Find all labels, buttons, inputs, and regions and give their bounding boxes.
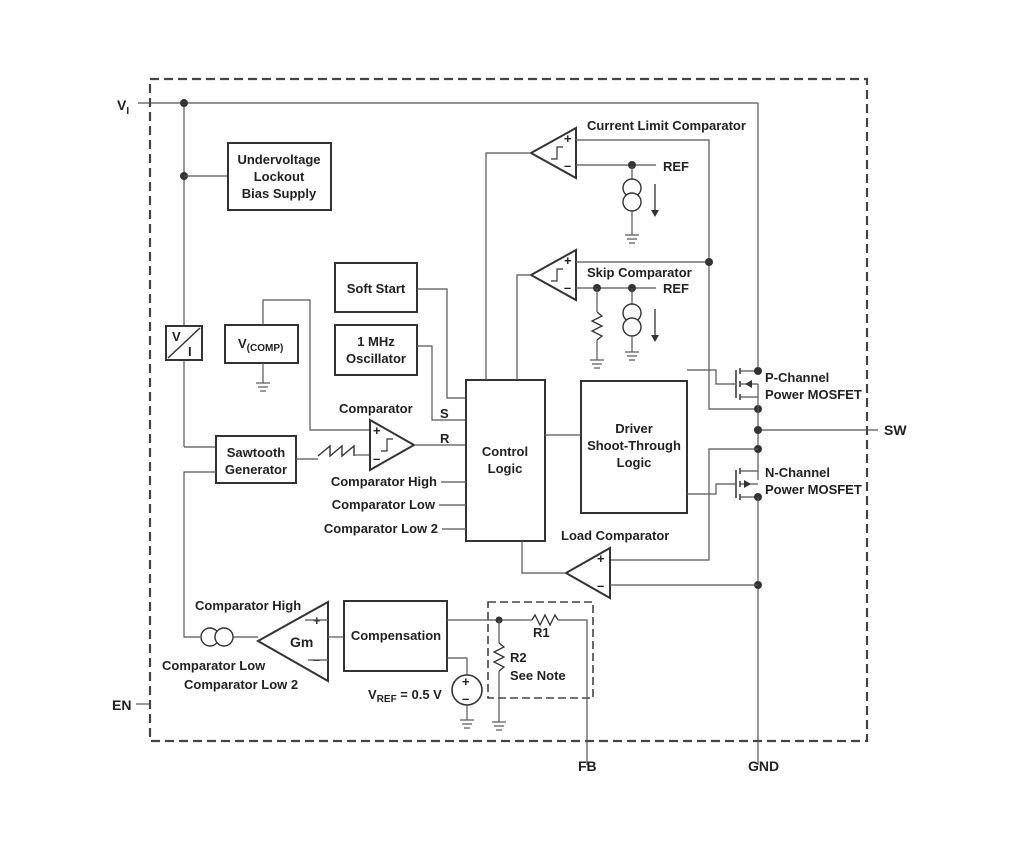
node-dot <box>705 258 713 266</box>
r-label: R <box>440 431 450 446</box>
uvlo-block <box>227 142 332 211</box>
driver-block <box>580 380 688 514</box>
vi-converter-i: I <box>188 344 192 359</box>
control-logic-line2: Logic <box>488 461 523 476</box>
sw-pin: SW <box>884 422 907 438</box>
comparator-plus: + <box>373 423 381 438</box>
gm-comp-low: Comparator Low <box>162 658 266 673</box>
sawtooth-wave-icon <box>317 444 355 458</box>
vi-converter-v: V <box>172 329 181 344</box>
skip-plus: + <box>564 253 572 268</box>
oscillator-line1: 1 MHz <box>357 334 395 349</box>
nch-line2: Power MOSFET <box>765 482 862 497</box>
fb-pin: FB <box>578 758 597 774</box>
nch-line1: N-Channel <box>765 465 830 480</box>
uvlo-line2: Lockout <box>254 169 305 184</box>
soft-start-block <box>334 262 418 313</box>
r1-label: R1 <box>533 625 550 640</box>
s-label: S <box>440 406 449 421</box>
uvlo-line1: Undervoltage <box>237 152 320 167</box>
skip-minus: – <box>564 280 571 295</box>
compensation-label: Compensation <box>351 628 441 643</box>
pch-line1: P-Channel <box>765 370 829 385</box>
clc-plus: + <box>564 131 572 146</box>
driver-line2: Shoot-Through <box>587 438 681 453</box>
oscillator-line2: Oscillator <box>346 351 406 366</box>
vi-pin: VI <box>117 97 129 117</box>
clc-minus: – <box>564 158 571 173</box>
node-dot <box>754 367 762 375</box>
ref2-label: REF <box>663 281 689 296</box>
pwm-comparator <box>369 418 417 472</box>
soft-start-label: Soft Start <box>347 281 406 296</box>
ic-boundary <box>148 77 869 743</box>
gnd-pin: GND <box>748 758 779 774</box>
load-minus: – <box>597 578 604 593</box>
load-plus: + <box>597 551 605 566</box>
uvlo-line3: Bias Supply <box>242 186 317 201</box>
current-limit-comparator <box>528 126 577 180</box>
gm-comp-low2: Comparator Low 2 <box>184 677 298 692</box>
sawtooth-block <box>215 435 297 484</box>
ctrl-comp-high: Comparator High <box>331 474 437 489</box>
control-logic-line1: Control <box>482 444 528 459</box>
gm-amplifier <box>255 600 329 683</box>
node-dot <box>180 99 188 107</box>
load-comparator <box>563 546 611 600</box>
gm-label: Gm <box>290 634 313 650</box>
vref-minus: – <box>462 691 469 706</box>
pch-line2: Power MOSFET <box>765 387 862 402</box>
gm-comp-high: Comparator High <box>195 598 301 613</box>
svg-text:VI: VI <box>117 97 129 117</box>
comparator-minus: – <box>373 451 380 466</box>
ctrl-comp-low2: Comparator Low 2 <box>324 521 438 536</box>
sawtooth-line1: Sawtooth <box>227 445 286 460</box>
vcomp-block <box>224 324 299 364</box>
node-dot <box>754 426 762 434</box>
comparator-label: Comparator <box>339 401 413 416</box>
current-limit-label: Current Limit Comparator <box>587 118 746 133</box>
ctrl-comp-low: Comparator Low <box>332 497 436 512</box>
load-comparator-label: Load Comparator <box>561 528 669 543</box>
en-pin: EN <box>112 697 131 713</box>
oscillator-block <box>334 324 418 376</box>
skip-comparator <box>528 248 577 302</box>
n-channel-mosfet <box>687 468 758 500</box>
vcomp-label: V(COMP) <box>238 336 283 354</box>
vref-plus: + <box>462 674 470 689</box>
r2-label: R2 <box>510 650 527 665</box>
sawtooth-line2: Generator <box>225 462 287 477</box>
feedback-divider-box <box>487 601 594 699</box>
see-note-label: See Note <box>510 668 566 683</box>
driver-line3: Logic <box>617 455 652 470</box>
ref1-label: REF <box>663 159 689 174</box>
control-logic-block <box>465 379 546 542</box>
p-channel-mosfet <box>687 368 759 400</box>
skip-label: Skip Comparator <box>587 265 692 280</box>
driver-line1: Driver <box>615 421 653 436</box>
compensation-block <box>343 600 448 672</box>
vref-label: VREF = 0.5 V <box>368 687 442 705</box>
